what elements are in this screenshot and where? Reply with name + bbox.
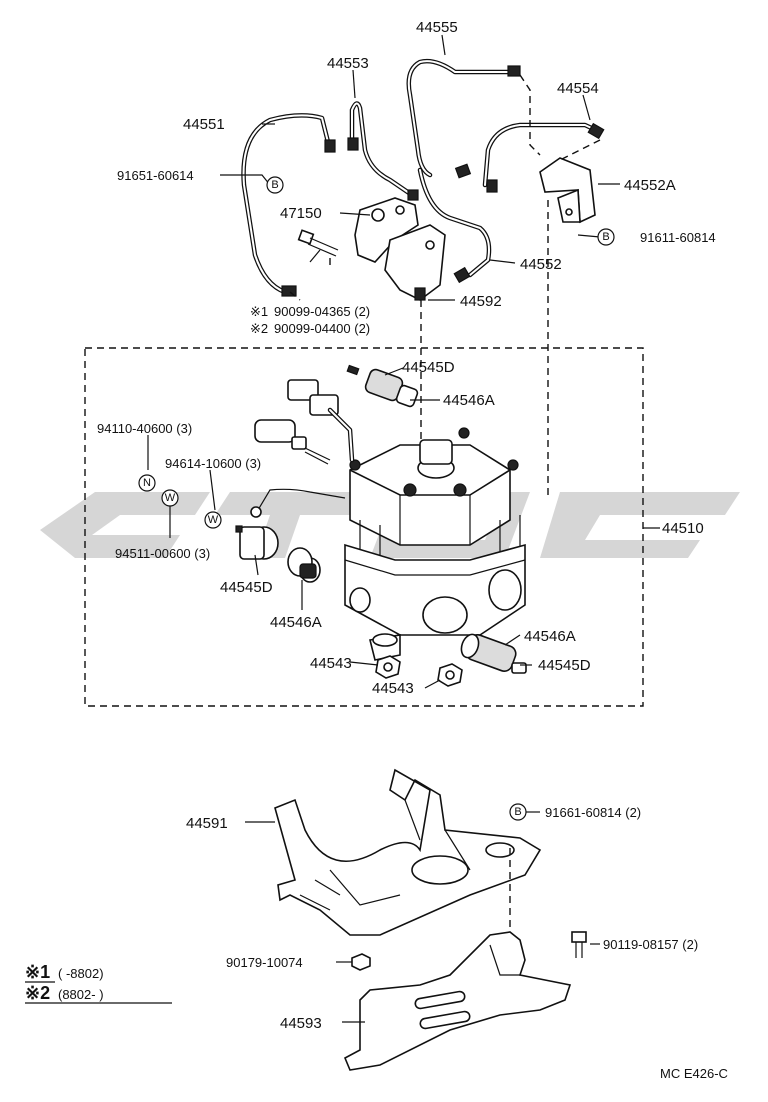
part-label-94110-40600: 94110-40600 (3) xyxy=(97,421,192,436)
n-symbol-icon: N xyxy=(138,474,156,492)
bolt-90119 xyxy=(571,931,587,958)
w-symbol-icon: W xyxy=(204,511,222,529)
tube-44553 xyxy=(347,101,419,201)
tube-44552 xyxy=(417,167,492,284)
svg-text:N: N xyxy=(143,477,151,489)
guide-line xyxy=(559,139,601,161)
part-label-44545D-right: 44545D xyxy=(538,657,591,674)
leader-lines xyxy=(147,34,620,1023)
b-symbol-icon: B xyxy=(509,803,527,821)
part-label-91651-60614: 91651-60614 xyxy=(117,168,194,183)
b-symbol-icon: B xyxy=(597,228,615,246)
part-label-47150: 47150 xyxy=(280,205,322,222)
relay-44546A-left xyxy=(287,547,317,579)
part-label-44551: 44551 xyxy=(183,116,225,133)
diagram-code: MC E426-C xyxy=(660,1066,728,1081)
guide-line xyxy=(519,74,541,156)
part-label-90179-10074: 90179-10074 xyxy=(226,955,303,970)
legend-range-1: ( -8802) xyxy=(58,966,104,981)
part-label-44543: 44543 xyxy=(372,680,414,697)
relay-44545D-left xyxy=(235,525,279,560)
part-label-94511-00600: 94511-00600 (3) xyxy=(115,546,210,561)
connector-harness xyxy=(250,379,355,518)
part-label-44552: 44552 xyxy=(520,256,562,273)
svg-text:B: B xyxy=(602,231,609,243)
w-symbol-icon: W xyxy=(161,489,179,507)
part-label-44553: 44553 xyxy=(327,55,369,72)
part-label-90099-04400: 90099-04400 (2) xyxy=(274,321,370,336)
tube-44551 xyxy=(241,113,336,297)
note-mark-1: ※1 xyxy=(250,304,268,319)
bracket-47150 xyxy=(354,197,446,301)
part-label-90099-04365: 90099-04365 (2) xyxy=(274,304,370,319)
part-label-44546A-left: 44546A xyxy=(270,614,322,631)
svg-text:B: B xyxy=(514,806,521,818)
relay-44545D-right xyxy=(460,633,527,674)
part-label-44543: 44543 xyxy=(310,655,352,672)
svg-text:B: B xyxy=(271,179,278,191)
legend-mark-2: ※2 xyxy=(25,983,50,1003)
guide-line xyxy=(289,291,301,301)
part-label-44545D-left: 44545D xyxy=(220,579,273,596)
legend-range-2: (8802- ) xyxy=(58,987,104,1002)
actuator-assembly-boundary xyxy=(84,347,644,707)
part-label-44592: 44592 xyxy=(460,293,502,310)
tube-44554 xyxy=(482,122,605,193)
part-label-44546A-right: 44546A xyxy=(524,628,576,645)
b-symbol-icon: B xyxy=(266,176,284,194)
note-mark-2: ※2 xyxy=(250,321,268,336)
nut-44543 xyxy=(375,655,463,687)
part-label-44591: 44591 xyxy=(186,815,228,832)
part-label-44545D-top: 44545D xyxy=(402,359,455,376)
svg-text:W: W xyxy=(165,492,176,504)
bracket-44593 xyxy=(343,931,572,1071)
part-label-91611-60814: 91611-60814 xyxy=(640,230,716,245)
bracket-44591 xyxy=(274,768,542,936)
svg-text:W: W xyxy=(208,514,219,526)
part-label-44554: 44554 xyxy=(557,80,599,97)
part-label-44593: 44593 xyxy=(280,1015,322,1032)
part-label-44510: 44510 xyxy=(662,520,704,537)
bracket-44552A xyxy=(539,157,596,224)
part-label-91661-60814: 91661-60814 (2) xyxy=(545,805,641,820)
nut-90179 xyxy=(351,953,371,971)
footnote-legend: ※1 ( -8802) ※2 (8802- ) xyxy=(25,962,172,1004)
part-label-94614-10600: 94614-10600 (3) xyxy=(165,456,261,471)
legend-mark-1: ※1 xyxy=(25,962,50,982)
abs-actuator-44510 xyxy=(299,427,526,661)
bolt-90099 xyxy=(297,229,339,257)
tube-44555 xyxy=(406,58,521,179)
part-label-44546A-top: 44546A xyxy=(443,392,495,409)
part-label-44552A: 44552A xyxy=(624,177,676,194)
part-label-90119-08157: 90119-08157 (2) xyxy=(603,937,698,952)
part-label-44555: 44555 xyxy=(416,19,458,36)
